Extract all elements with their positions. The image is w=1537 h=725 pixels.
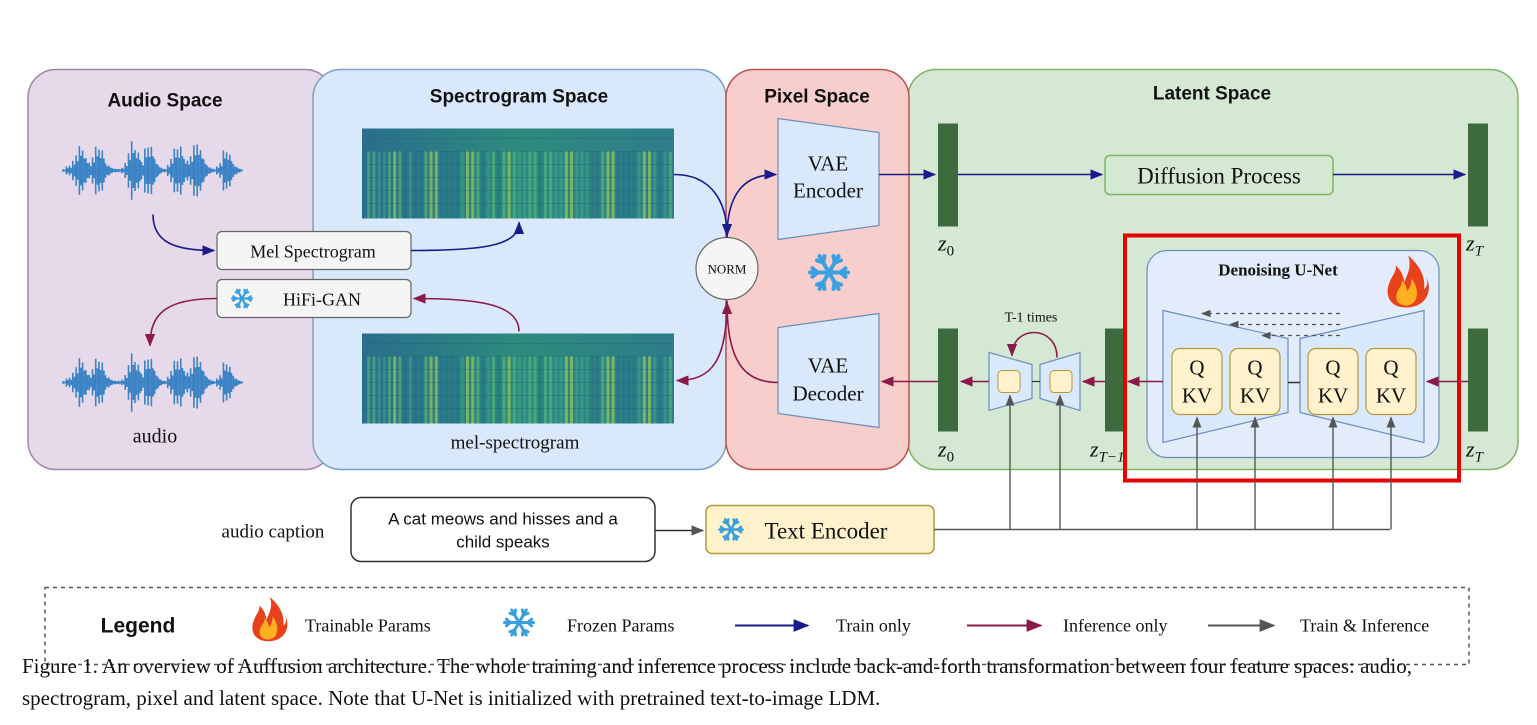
spectrogram-image-bottom bbox=[362, 333, 674, 424]
mel-spectrogram-box-label: Mel Spectrogram bbox=[250, 242, 375, 262]
loop-arrow bbox=[1006, 331, 1058, 358]
unet-highlight-box bbox=[1123, 233, 1461, 483]
arrow-spec-to-hifigan bbox=[412, 293, 520, 332]
latent-z0-top bbox=[938, 123, 958, 227]
loop-label: T-1 times bbox=[1005, 311, 1058, 326]
spectrogram-image-top bbox=[362, 128, 674, 219]
figure-caption: Figure 1. An overview of Auffusion archi… bbox=[22, 654, 1412, 710]
arrow-mel-to-spec bbox=[410, 221, 525, 252]
vae-encoder-label-1: VAE bbox=[808, 152, 848, 176]
legend-snowflake-icon bbox=[503, 608, 535, 637]
svg-text:Q: Q bbox=[1383, 356, 1398, 380]
unet-fire-icon bbox=[1387, 255, 1429, 308]
vae-encoder-block bbox=[777, 117, 880, 241]
legend-title: Legend bbox=[101, 615, 176, 638]
svg-text:KV: KV bbox=[1182, 384, 1212, 408]
latent-z0-bottom bbox=[938, 328, 958, 432]
latent-zT-top bbox=[1468, 123, 1488, 227]
legend-frozen-label: Frozen Params bbox=[567, 616, 674, 636]
audio-caption-text-2: child speaks bbox=[456, 533, 550, 552]
arrow-norm-to-spec bbox=[675, 300, 728, 386]
svg-text:KV: KV bbox=[1376, 384, 1406, 408]
zT-bottom-label: zT bbox=[1465, 437, 1485, 466]
vae-decoder-label-2: Decoder bbox=[792, 382, 863, 406]
pixel-space-title: Pixel Space bbox=[764, 87, 870, 108]
unet-title: Denoising U-Net bbox=[1218, 261, 1338, 280]
mini-unet-2 bbox=[1039, 351, 1081, 412]
svg-text:Q: Q bbox=[1325, 356, 1340, 380]
audio-waveform-top bbox=[62, 141, 243, 200]
svg-text:KV: KV bbox=[1318, 384, 1348, 408]
audio-caption-text-1: A cat meows and hisses and a bbox=[388, 510, 618, 529]
mini-unet-1 bbox=[988, 351, 1033, 412]
hifigan-snowflake-icon bbox=[230, 288, 254, 309]
spectrogram-space-title: Spectrogram Space bbox=[430, 87, 608, 108]
arrow-norm-to-encoder bbox=[726, 169, 778, 238]
svg-text:Q: Q bbox=[1247, 356, 1262, 380]
audio-label: audio bbox=[133, 426, 177, 448]
audio-caption-box bbox=[350, 496, 656, 563]
legend-both-label: Train & Inference bbox=[1300, 616, 1429, 636]
legend-train-label: Train only bbox=[836, 616, 911, 636]
audio-caption-label: audio caption bbox=[222, 522, 325, 543]
legend-inference-label: Inference only bbox=[1063, 616, 1167, 636]
qkv-block-1: Q KV bbox=[1171, 347, 1223, 416]
vae-encoder-label-2: Encoder bbox=[793, 179, 863, 203]
pixel-snowflake-icon bbox=[808, 254, 850, 291]
svg-text:KV: KV bbox=[1240, 384, 1270, 408]
conditioning-arrows bbox=[934, 394, 1396, 531]
diffusion-process-label: Diffusion Process bbox=[1137, 164, 1301, 189]
norm-label: NORM bbox=[707, 262, 746, 277]
audio-space-title: Audio Space bbox=[107, 91, 222, 112]
latent-zT-bottom bbox=[1468, 328, 1488, 432]
hifigan-box-label: HiFi-GAN bbox=[283, 290, 361, 310]
vae-decoder-block bbox=[777, 312, 880, 429]
zT-top-label: zT bbox=[1465, 231, 1485, 260]
audio-waveform-bottom bbox=[62, 353, 243, 412]
arrow-spec-to-norm bbox=[673, 173, 733, 237]
svg-text:Q: Q bbox=[1189, 356, 1204, 380]
latent-space-title: Latent Space bbox=[1153, 84, 1271, 105]
vae-decoder-label-1: VAE bbox=[808, 354, 848, 378]
arrow-audio-to-mel bbox=[152, 214, 216, 256]
z0-top-label: z0 bbox=[937, 231, 954, 260]
mel-spectrogram-label: mel-spectrogram bbox=[451, 433, 580, 454]
z0-bottom-label: z0 bbox=[937, 437, 954, 466]
qkv-block-2: Q KV bbox=[1229, 347, 1281, 416]
qkv-block-4: Q KV bbox=[1365, 347, 1417, 416]
qkv-block-3: Q KV bbox=[1307, 347, 1359, 416]
latent-zT1 bbox=[1105, 328, 1125, 432]
legend-trainable-label: Trainable Params bbox=[305, 616, 431, 636]
text-encoder-label: Text Encoder bbox=[765, 519, 888, 544]
legend-box bbox=[44, 586, 1470, 666]
legend-fire-icon bbox=[252, 597, 288, 642]
arrow-decoder-to-norm bbox=[721, 301, 779, 384]
arrow-hifigan-to-audio bbox=[144, 297, 218, 347]
text-encoder-snowflake-icon bbox=[718, 518, 744, 541]
zT1-label: zT−1 bbox=[1089, 437, 1125, 466]
